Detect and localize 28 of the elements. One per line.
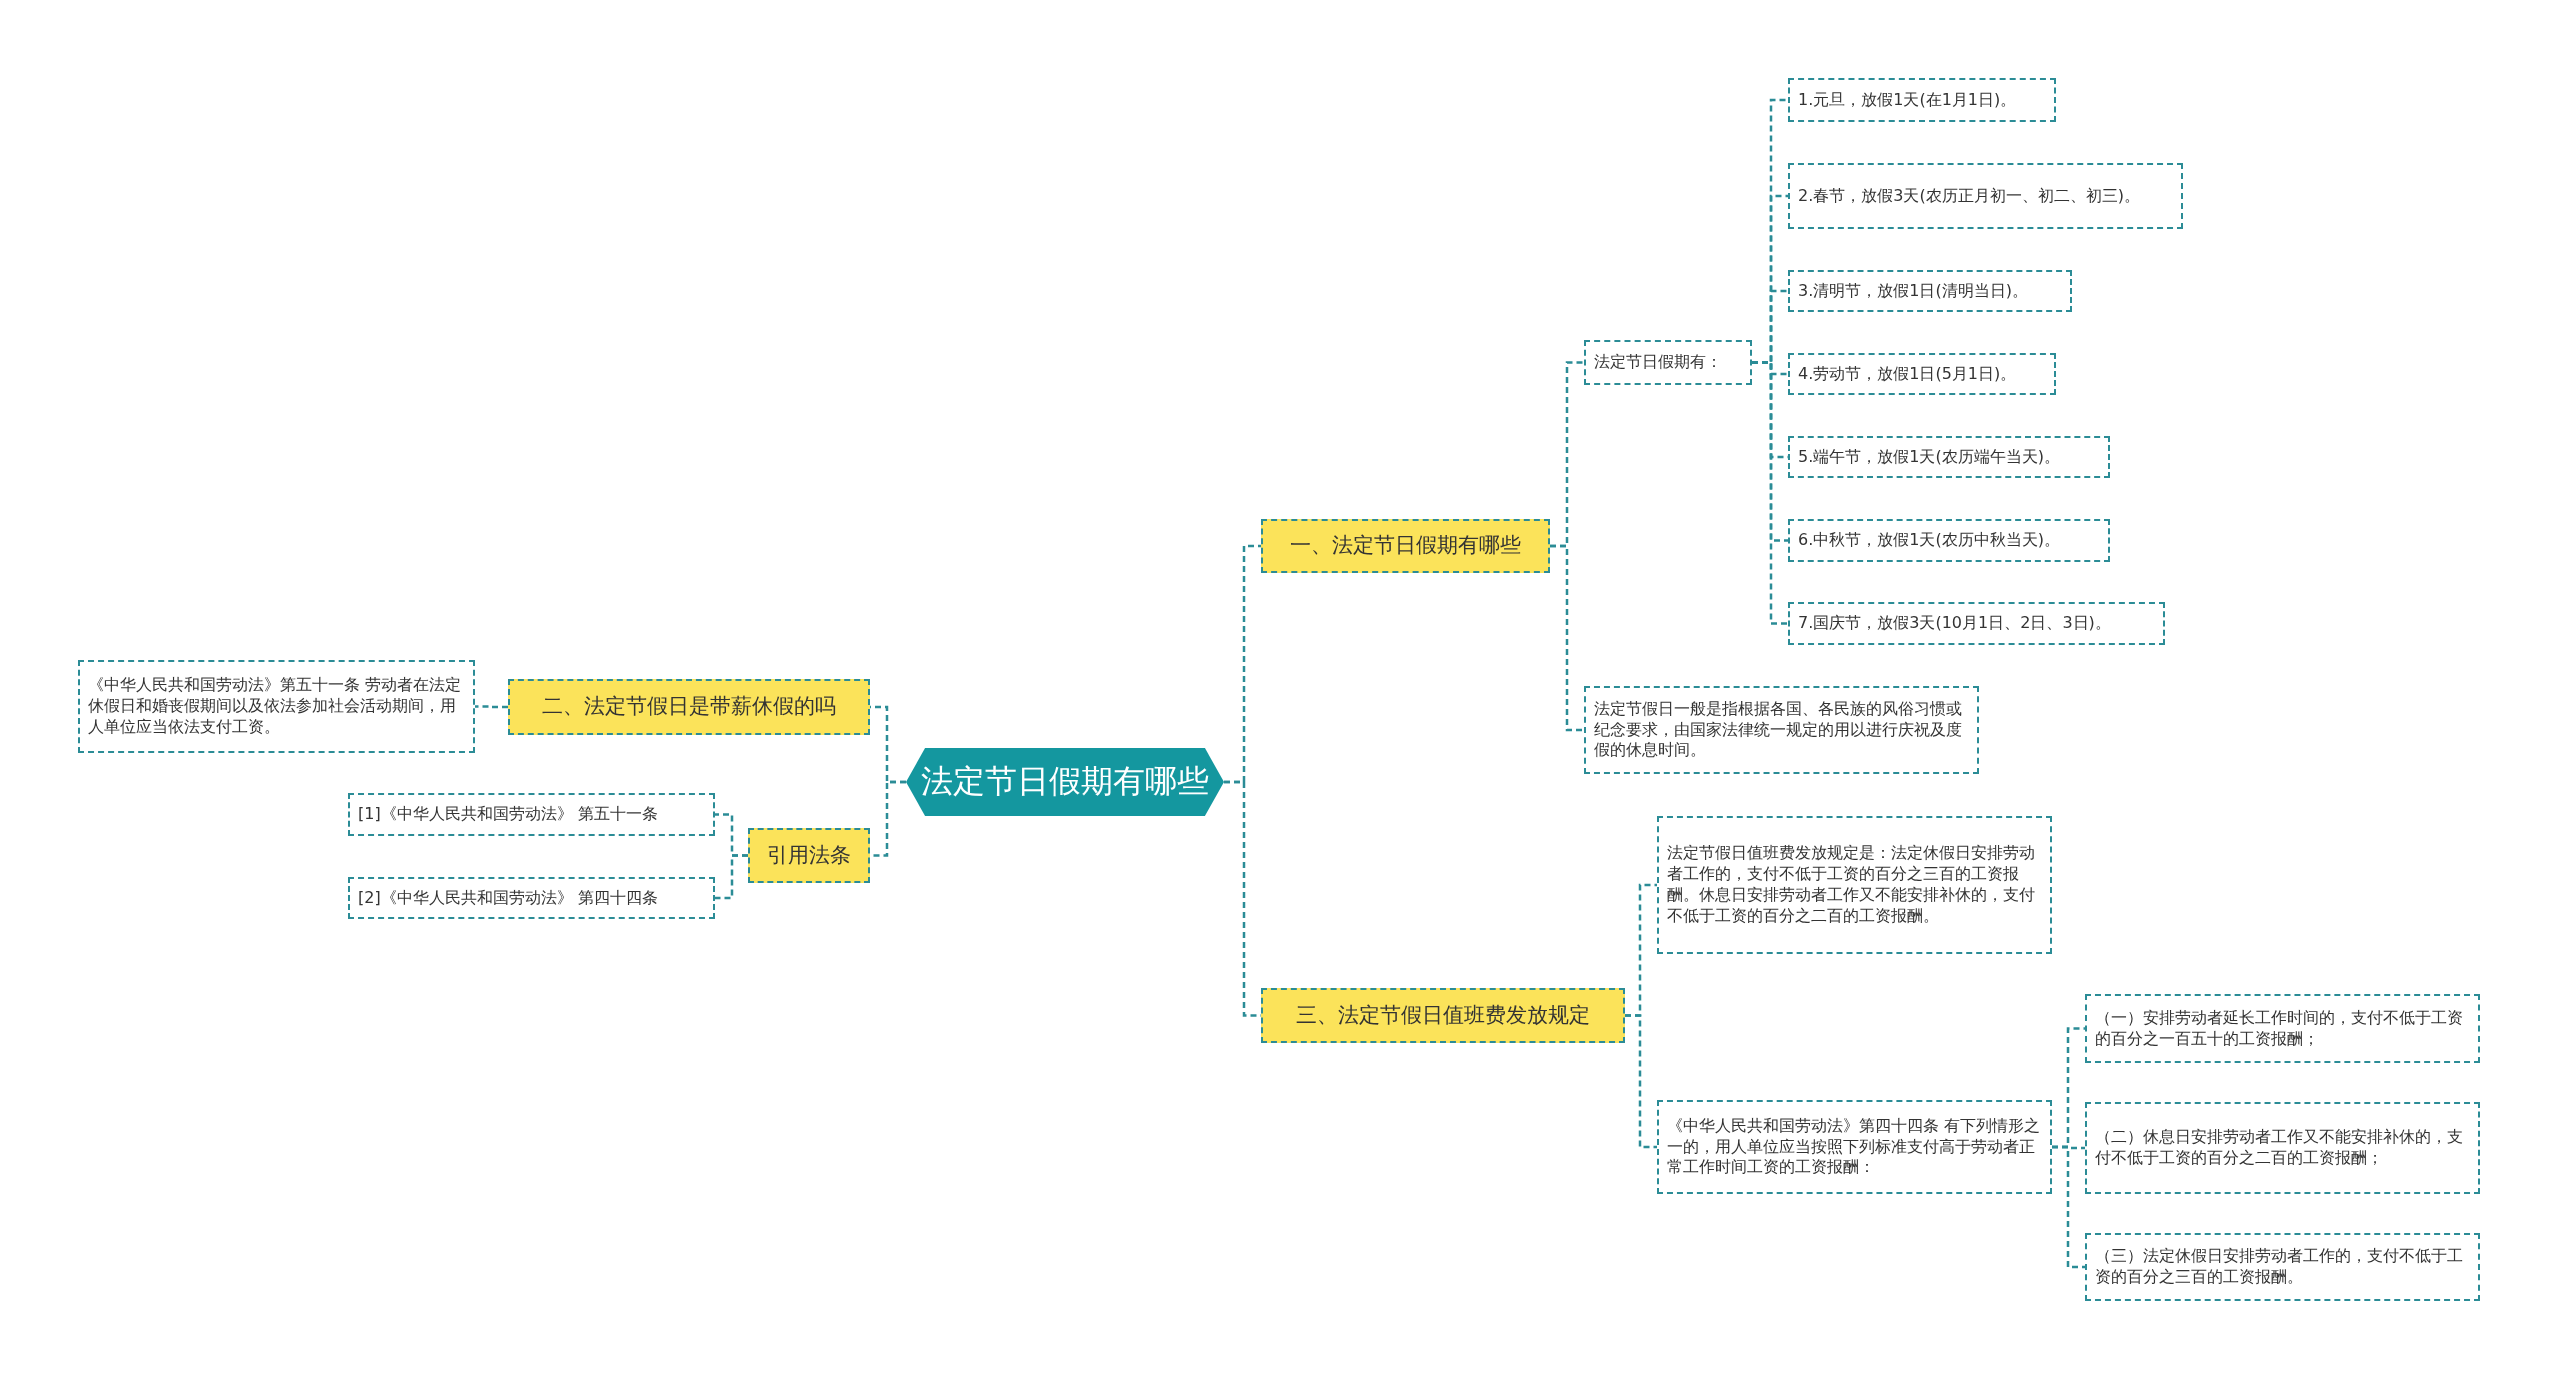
topic-box: 二、法定节假日是带薪休假的吗 [508,679,870,735]
connector [1625,1014,1657,1149]
text-box: 《中华人民共和国劳动法》第四十四条 有下列情形之一的，用人单位应当按照下列标准支付高于劳动者正常工作时间工资的工资报酬： [1657,1100,2052,1194]
connector [1752,361,1788,625]
text-box: 法定节假日一般是指根据各国、各民族的风俗习惯或纪念要求，由国家法律统一规定的用以进行庆祝及度假的休息时间。 [1584,686,1979,774]
text-box: 2.春节，放假3天(农历正月初一、初二、初三)。 [1788,163,2183,229]
connector [1550,544,1584,732]
text-box: 法定节日假期有： [1584,340,1752,385]
central-topic: 法定节日假期有哪些 [906,748,1224,816]
text-box: 《中华人民共和国劳动法》第五十一条 劳动者在法定休假日和婚丧假期间以及依法参加社会活动期间，用人单位应当依法支付工资。 [78,660,475,753]
connector [715,854,748,900]
topic-box: 一、法定节日假期有哪些 [1261,519,1550,573]
text-box: 4.劳动节，放假1日(5月1日)。 [1788,353,2056,395]
text-box: （一）安排劳动者延长工作时间的，支付不低于工资的百分之一百五十的工资报酬； [2085,994,2480,1063]
text-box: （二）休息日安排劳动者工作又不能安排补休的，支付不低于工资的百分之二百的工资报酬； [2085,1102,2480,1194]
text-box: （三）法定休假日安排劳动者工作的，支付不低于工资的百分之三百的工资报酬。 [2085,1233,2480,1301]
text-box: 法定节假日值班费发放规定是：法定休假日安排劳动者工作的，支付不低于工资的百分之三百的工资报酬。休息日安排劳动者工作又不能安排补休的，支付不低于工资的百分之二百的工资报酬。 [1657,816,2052,954]
text-box: 5.端午节，放假1天(农历端午当天)。 [1788,436,2110,478]
connector [2052,1145,2085,1269]
text-box: 3.清明节，放假1日(清明当日)。 [1788,270,2072,312]
connector [475,705,508,709]
text-box: 1.元旦，放假1天(在1月1日)。 [1788,78,2056,122]
text-box: 7.国庆节，放假3天(10月1日、2日、3日)。 [1788,602,2165,645]
text-box: 6.中秋节，放假1天(农历中秋当天)。 [1788,519,2110,562]
text-box: [1]《中华人民共和国劳动法》 第五十一条 [348,793,715,836]
topic-box: 引用法条 [748,828,870,883]
topic-box: 三、法定节假日值班费发放规定 [1261,988,1625,1043]
text-box: [2]《中华人民共和国劳动法》 第四十四条 [348,877,715,919]
